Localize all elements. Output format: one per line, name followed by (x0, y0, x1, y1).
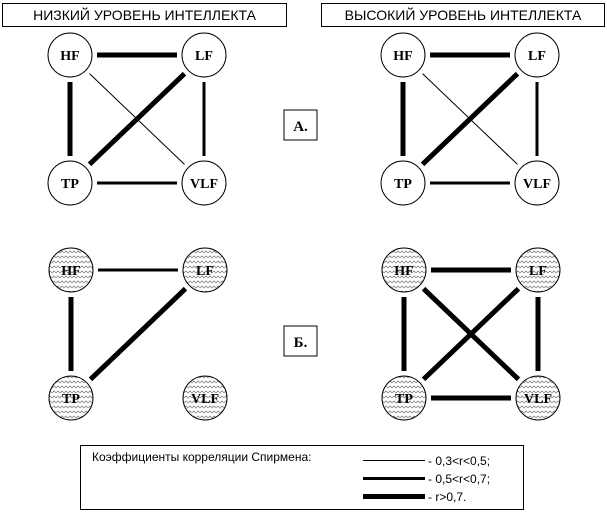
node-lf-circle (514, 32, 560, 78)
section-a-label-box (283, 109, 318, 141)
node-hf-circle (48, 247, 94, 293)
legend: Коэффициенты корреляции Спирмена: - 0,3<… (80, 445, 524, 510)
node-lf-label: LF (196, 264, 214, 279)
section-b-label-box (283, 325, 318, 357)
node-vlf-circle (182, 375, 228, 421)
edge-lf-tp (88, 286, 188, 382)
node-lf-circle (181, 32, 227, 78)
node-vlf-label: VLF (191, 392, 219, 407)
edge-hf-vlf (89, 73, 185, 165)
node-tp-circle (48, 375, 94, 421)
node-tp-label: TP (394, 177, 412, 192)
legend-line-medium (363, 477, 425, 480)
node-tp-circle (47, 160, 93, 206)
node-hf-label: HF (61, 264, 80, 279)
legend-label-strong: - r>0,7. (428, 490, 467, 504)
node-hf-label: HF (60, 49, 79, 64)
node-lf-circle (515, 247, 561, 293)
node-lf-label: LF (528, 49, 546, 64)
node-vlf-label: VLF (523, 177, 551, 192)
legend-line-thin (363, 460, 425, 461)
node-vlf-label: VLF (190, 177, 218, 192)
node-tp-circle (381, 375, 427, 421)
node-hf-circle (47, 32, 93, 78)
node-lf-label: LF (529, 264, 547, 279)
node-tp-label: TP (395, 392, 413, 407)
header-low-intelligence: НИЗКИЙ УРОВЕНЬ ИНТЕЛЛЕКТА (2, 3, 287, 27)
node-hf-circle (380, 32, 426, 78)
node-vlf-circle (514, 160, 560, 206)
node-tp-circle (380, 160, 426, 206)
legend-label-weak: - 0,3<r<0,5; (428, 454, 491, 468)
section-b-label: Б. (294, 335, 308, 351)
node-lf-circle (182, 247, 228, 293)
node-vlf-circle (181, 160, 227, 206)
edge-lf-tp (421, 286, 521, 382)
node-tp-label: TP (61, 177, 79, 192)
section-a-label: А. (293, 119, 308, 135)
node-hf-label: HF (393, 49, 412, 64)
legend-title: Коэффициенты корреляции Спирмена: (92, 450, 312, 464)
edge-hf-vlf (422, 73, 518, 165)
legend-label-medium: - 0,5<r<0,7; (428, 472, 491, 486)
node-lf-label: LF (195, 49, 213, 64)
node-hf-label: HF (394, 264, 413, 279)
node-tp-label: TP (62, 392, 80, 407)
node-vlf-circle (515, 375, 561, 421)
legend-line-thick (363, 494, 425, 499)
node-vlf-label: VLF (524, 392, 552, 407)
node-hf-circle (381, 247, 427, 293)
header-high-intelligence: ВЫСОКИЙ УРОВЕНЬ ИНТЕЛЛЕКТА (321, 3, 605, 27)
